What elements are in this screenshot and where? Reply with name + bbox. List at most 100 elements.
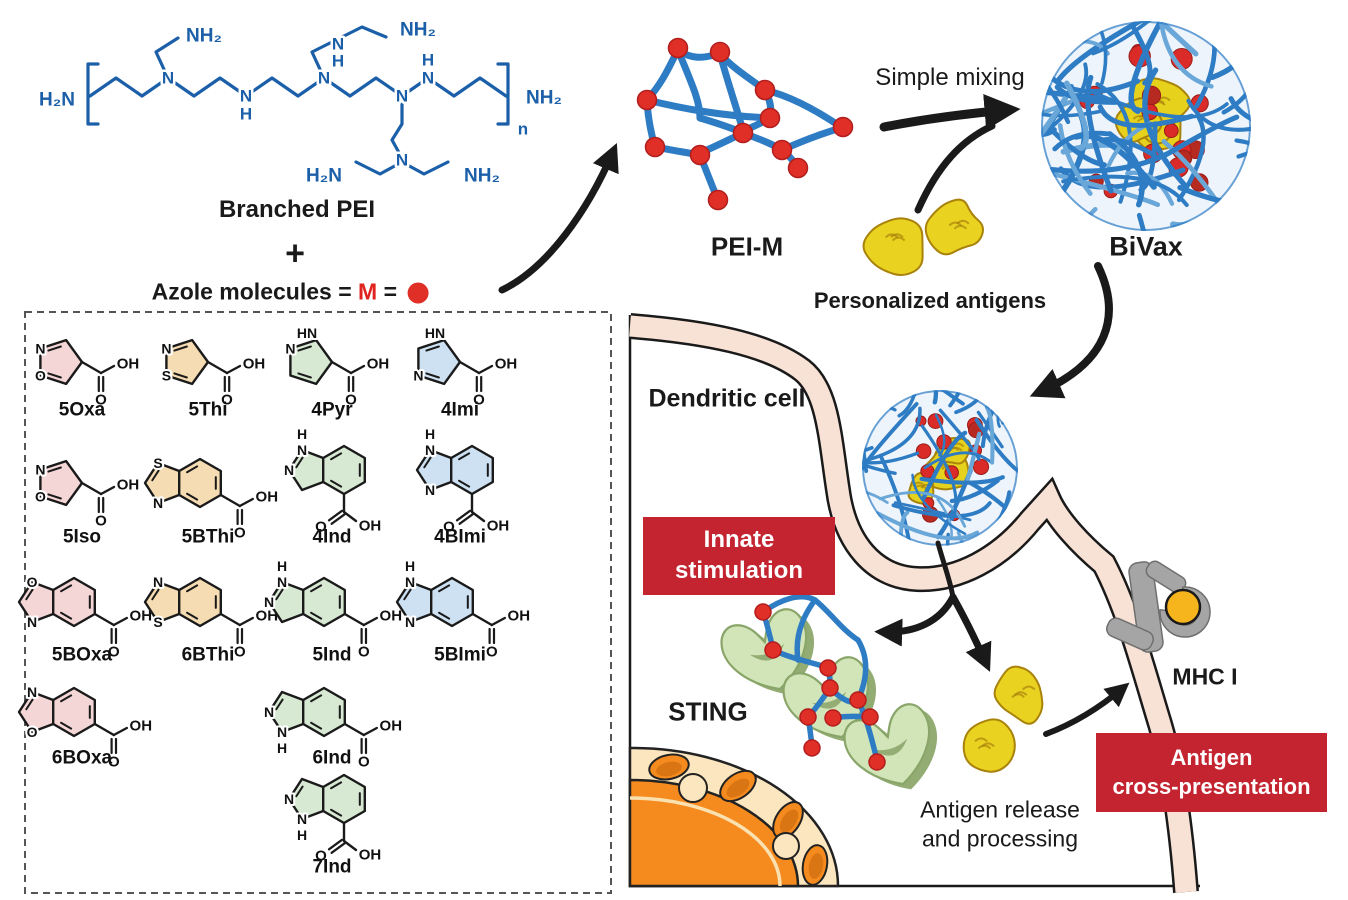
- svg-text:N: N: [396, 87, 408, 106]
- svg-text:5BImi: 5BImi: [434, 645, 486, 666]
- antigen-peptide-icon: [1164, 588, 1202, 626]
- dendritic-cell-label: Dendritic cell: [648, 384, 806, 413]
- release-line2: and processing: [922, 825, 1078, 851]
- svg-text:N: N: [318, 69, 330, 88]
- personalized-antigens-label: Personalized antigens: [813, 288, 1047, 313]
- svg-text:N: N: [153, 495, 163, 511]
- cross-line1: Antigen: [1170, 745, 1253, 771]
- svg-text:N: N: [27, 614, 37, 630]
- intracellular-arrows: [874, 540, 992, 672]
- sting-label: STING: [668, 696, 748, 727]
- svg-text:H: H: [425, 426, 435, 442]
- svg-text:O: O: [108, 754, 120, 771]
- svg-text:O: O: [95, 392, 107, 409]
- svg-text:O: O: [443, 519, 455, 536]
- svg-text:H: H: [297, 426, 307, 442]
- svg-text:OH: OH: [359, 518, 382, 535]
- cross-line2: cross-presentation: [1112, 773, 1311, 799]
- svg-text:N: N: [284, 462, 294, 478]
- svg-text:HN: HN: [297, 325, 317, 341]
- svg-text:O: O: [27, 574, 38, 590]
- svg-text:N: N: [35, 462, 45, 478]
- plus-sign: +: [285, 234, 305, 273]
- arrow-to-sting: [874, 593, 957, 647]
- svg-text:O: O: [473, 392, 485, 409]
- svg-text:N: N: [277, 724, 287, 740]
- svg-text:4Imi: 4Imi: [441, 400, 479, 421]
- svg-text:4Pyr: 4Pyr: [311, 400, 353, 421]
- arrow-to-mhc: [1043, 682, 1130, 737]
- svg-text:H: H: [277, 558, 287, 574]
- nuclear-pores: [648, 753, 829, 886]
- cell-membrane: [628, 313, 1199, 893]
- azole-molecules-line: Azole molecules = M =: [152, 279, 429, 306]
- svg-text:NH₂: NH₂: [464, 166, 500, 187]
- svg-text:OH: OH: [367, 356, 390, 373]
- svg-text:N: N: [405, 574, 415, 590]
- innate-line2: stimulation: [674, 557, 803, 584]
- svg-text:N: N: [396, 151, 408, 170]
- svg-text:S: S: [162, 368, 171, 384]
- svg-text:O: O: [108, 644, 120, 661]
- svg-text:OH: OH: [380, 718, 403, 735]
- svg-text:NH₂: NH₂: [526, 88, 562, 109]
- svg-text:5Ind: 5Ind: [312, 645, 351, 666]
- svg-text:O: O: [486, 644, 498, 661]
- svg-text:N: N: [153, 574, 163, 590]
- svg-text:N: N: [35, 341, 45, 357]
- svg-text:OH: OH: [130, 608, 153, 625]
- azole-m-dot-icon: [407, 282, 429, 304]
- arrow-antigen-join: [914, 122, 996, 214]
- svg-text:N: N: [277, 574, 287, 590]
- svg-text:O: O: [221, 392, 233, 409]
- svg-text:N: N: [413, 368, 423, 384]
- svg-text:O: O: [234, 644, 246, 661]
- svg-text:5Oxa: 5Oxa: [59, 400, 106, 421]
- arrow-to-pei-m: [498, 143, 619, 294]
- svg-text:HN: HN: [425, 325, 445, 341]
- svg-text:H₂N: H₂N: [39, 90, 75, 111]
- svg-text:N: N: [161, 341, 171, 357]
- svg-text:O: O: [315, 519, 327, 536]
- svg-text:H: H: [240, 105, 252, 124]
- branched-pei-label: Branched PEI: [218, 196, 376, 223]
- svg-text:H₂N: H₂N: [306, 166, 342, 187]
- svg-text:5BOxa: 5BOxa: [52, 645, 113, 666]
- svg-text:6BOxa: 6BOxa: [52, 748, 113, 769]
- svg-text:OH: OH: [380, 608, 403, 625]
- bivax-label: BiVax: [1109, 231, 1183, 262]
- svg-text:OH: OH: [508, 608, 531, 625]
- svg-text:N: N: [405, 614, 415, 630]
- endocytosed-bivax-particle: [862, 390, 1018, 546]
- svg-text:OH: OH: [359, 847, 382, 864]
- polymer-bracket-right: [496, 62, 510, 126]
- azole-prefix: Azole molecules =: [151, 278, 359, 305]
- svg-text:S: S: [153, 455, 162, 471]
- innate-stimulation-box: Innate stimulation: [643, 517, 835, 595]
- svg-text:4Ind: 4Ind: [312, 527, 351, 548]
- svg-text:OH: OH: [256, 489, 278, 506]
- svg-text:6BThi: 6BThi: [182, 645, 235, 666]
- svg-text:N: N: [425, 482, 435, 498]
- svg-text:OH: OH: [130, 718, 153, 735]
- svg-text:O: O: [234, 525, 246, 542]
- svg-text:H: H: [297, 827, 307, 843]
- svg-text:O: O: [27, 724, 38, 740]
- svg-text:NH₂: NH₂: [186, 26, 222, 47]
- antigen-release-label: Antigen release and processing: [920, 795, 1080, 853]
- mhc-label: MHC I: [1172, 663, 1238, 690]
- bivax-particle: [1041, 21, 1251, 231]
- svg-text:N: N: [284, 791, 294, 807]
- svg-text:H: H: [277, 740, 287, 756]
- personalized-antigen-blobs: [862, 198, 984, 276]
- svg-text:S: S: [153, 614, 162, 630]
